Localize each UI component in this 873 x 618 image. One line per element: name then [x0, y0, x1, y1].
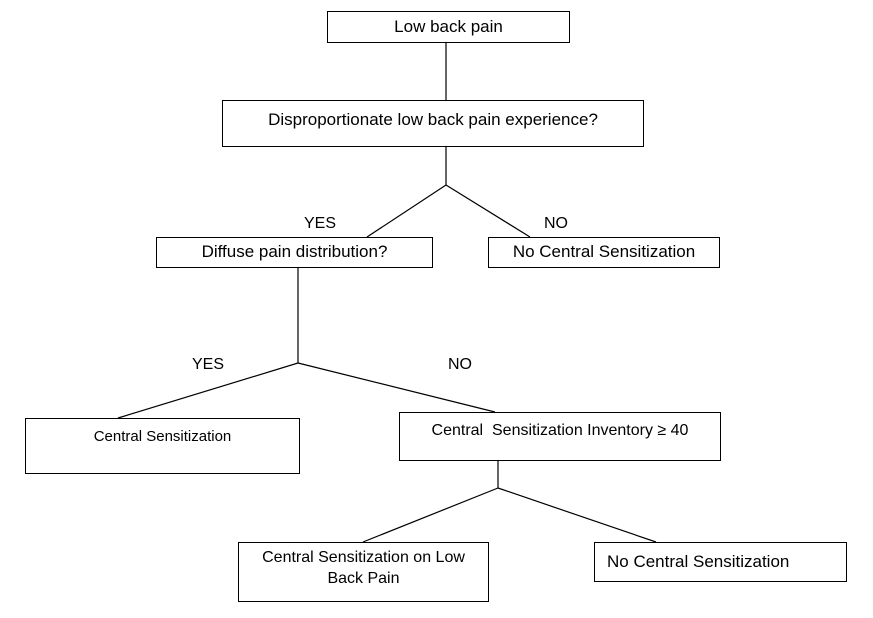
node-label: Central Sensitization Inventory ≥ 40 [431, 422, 689, 439]
node-label: No Central Sensitization [607, 551, 790, 571]
node-label: Central Sensitization [93, 428, 232, 445]
node-label: Disproportionate low back pain experienc… [268, 110, 598, 130]
node-disproportionate-pain-question: Disproportionate low back pain experienc… [222, 100, 644, 147]
node-low-back-pain: Low back pain [327, 11, 570, 43]
node-central-sensitization: Central Sensitization [25, 418, 300, 474]
node-label: No Central Sensitization [512, 242, 696, 262]
node-label: Central Sensitization on Low Back Pain [262, 549, 465, 587]
node-csi-threshold: Central Sensitization Inventory ≥ 40 [399, 412, 721, 461]
edge-label-q2-no: NO [448, 356, 472, 373]
node-diffuse-pain-question: Diffuse pain distribution? [156, 237, 433, 268]
node-label: Low back pain [394, 16, 503, 36]
connector-csi-yes [362, 487, 499, 543]
connector-q2-no [297, 362, 496, 413]
connector-q1-no [445, 184, 531, 238]
node-no-central-sensitization-1: No Central Sensitization [488, 237, 720, 268]
edge-label-q1-no: NO [544, 215, 568, 232]
edge-label-q2-yes: YES [192, 356, 225, 373]
connector-q2-yes [117, 362, 299, 419]
node-label: Diffuse pain distribution? [201, 242, 388, 262]
edge-label-q1-yes: YES [304, 215, 337, 232]
node-cs-on-low-back-pain: Central Sensitization on Low Back Pain [238, 542, 489, 602]
connector-q1-yes [366, 184, 447, 238]
connector-csi-no [497, 487, 657, 543]
node-no-central-sensitization-2: No Central Sensitization [594, 542, 847, 582]
